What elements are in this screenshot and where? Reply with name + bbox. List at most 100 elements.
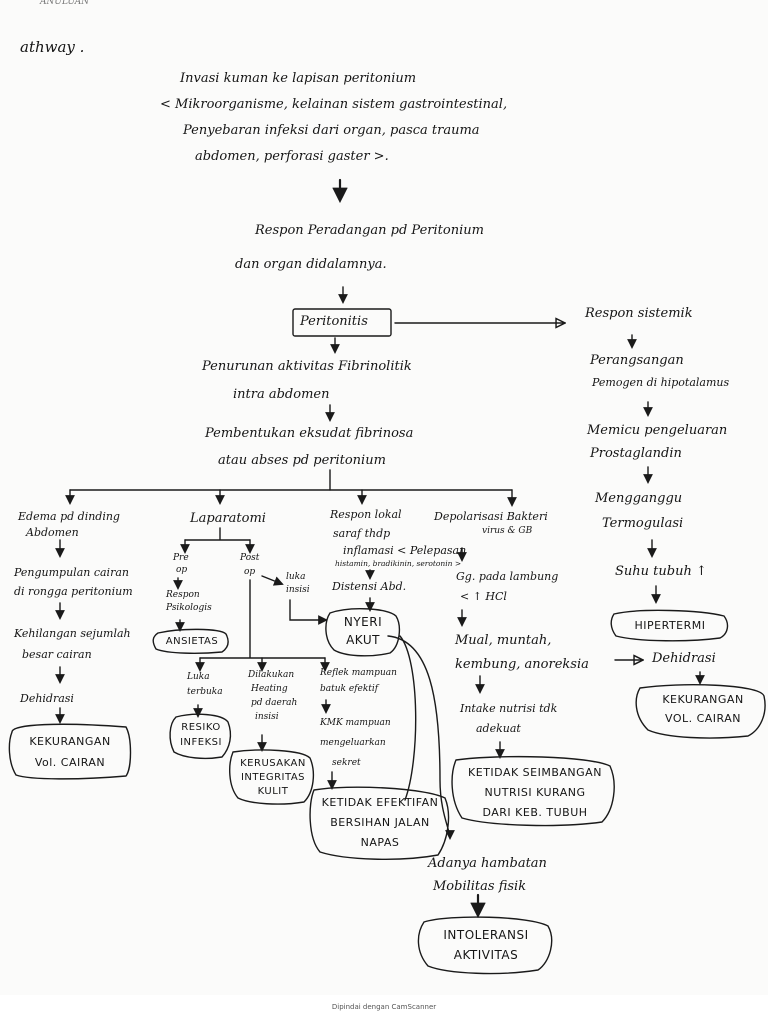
pre-op-line-1: Pre (173, 553, 189, 563)
kekurangan-kanan-frame (635, 684, 766, 739)
respon-sistemik-label: Respon sistemik (585, 306, 693, 321)
perangsangan-line-2: Pemogen di hipotalamus (592, 376, 730, 389)
arrow-nyeri-ketidakefektifan (399, 635, 417, 801)
kmk-line-1: KMK mampuan (320, 718, 391, 728)
dilakukan-line-4: insisi (255, 712, 279, 722)
memicu-line-1: Memicu pengeluaran (587, 423, 728, 438)
hipertermi-frame (610, 609, 729, 642)
scanned-sheet (0, 0, 768, 995)
nyeri-frame (325, 608, 401, 657)
pengumpulan-line-2: di rongga peritonium (14, 585, 133, 598)
kerusakan-line-1: KERUSAKAN (240, 758, 306, 769)
ansietas-frame (152, 628, 229, 654)
ketidakefektifan-line-3: NAPAS (360, 836, 400, 849)
perangsangan-line-1: Perangsangan (590, 353, 684, 368)
ketidakseimbangan-frame (451, 755, 615, 827)
arrow-nyeri-hambatan (387, 635, 455, 840)
penurunan-line-1: Penurunan aktivitas Fibrinolitik (202, 359, 412, 374)
edema-line-1: Edema pd dinding (18, 510, 120, 523)
ansietas-label: ANSIETAS (165, 636, 219, 647)
kerusakan-frame (229, 749, 315, 805)
gg-lambung-line-2: < ↑ HCl (460, 590, 507, 603)
distensi-label: Distensi Abd. (332, 580, 407, 593)
gg-lambung-line-1: Gg. pada lambung (456, 570, 559, 583)
mengganggu-line-1: Mengganggu (595, 491, 683, 506)
reflek-line-2: batuk efektif (320, 684, 379, 694)
mengganggu-line-2: Termogulasi (602, 516, 684, 531)
kerusakan-line-3: KULIT (257, 786, 289, 797)
footer-bar (0, 995, 768, 1024)
mual-line-1: Mual, muntah, (455, 633, 552, 648)
intoleransi-line-2: AKTIVITAS (453, 948, 519, 962)
hipertermi-label: HIPERTERMI (634, 619, 706, 632)
ketidakseimbangan-line-3: DARI KEB. TUBUH (482, 806, 588, 819)
ketidakefektifan-line-2: BERSIHAN JALAN (330, 816, 430, 829)
ketidakefektifan-frame (309, 786, 450, 860)
arrow-postop-luka-insisi (261, 575, 284, 586)
reflek-line-1: Reflek mampuan (320, 668, 397, 678)
nyeri-line-2: AKUT (346, 633, 380, 647)
hambatan-line-2: Mobilitas fisik (433, 879, 527, 894)
header-fragment: athway . (20, 38, 85, 56)
peritonitis-label: Peritonitis (300, 314, 368, 329)
mual-line-2: kembung, anoreksia (455, 657, 589, 672)
luka-terbuka-line-2: terbuka (187, 687, 223, 697)
invasi-line-2: < Mikroorganisme, kelainan sistem gastro… (160, 97, 508, 112)
post-op-line-2: op (244, 567, 256, 577)
dilakukan-line-3: pd daerah (251, 698, 298, 708)
kekurangan-kiri-line-2: Vol. CAIRAN (34, 756, 106, 769)
invasi-line-1: Invasi kuman ke lapisan peritonium (180, 71, 417, 86)
depolarisasi-label: Depolarisasi Bakteri (434, 510, 548, 523)
kekurangan-kiri-frame (8, 723, 132, 780)
pembentukan-line-2: atau abses pd peritonium (218, 453, 386, 468)
pre-op-line-2: op (176, 565, 188, 575)
peritonitis-box (292, 308, 392, 337)
dehidrasi-kanan: Dehidrasi (652, 651, 716, 666)
respon-peradangan-line-1: Respon Peradangan pd Peritonium (255, 223, 484, 238)
kmk-line-3: sekret (332, 758, 361, 768)
kekurangan-kanan-line-1: KEKURANGAN (662, 693, 744, 706)
respon-lokal-line-1: Respon lokal (330, 508, 402, 521)
kerusakan-line-2: INTEGRITAS (240, 772, 306, 783)
intoleransi-line-1: INTOLERANSI (443, 928, 529, 942)
ketidakseimbangan-line-2: NUTRISI KURANG (484, 786, 586, 799)
laparatomi-label: Laparatomi (190, 511, 266, 526)
dilakukan-line-2: Heating (251, 684, 288, 694)
memicu-line-2: Prostaglandin (590, 446, 682, 461)
kekurangan-kanan-line-2: VOL. CAIRAN (664, 712, 741, 725)
resiko-line-1: RESIKO (181, 722, 221, 733)
respon-psikologis-line-1: Respon (166, 590, 200, 600)
inflamasi-detail: histamin, bradikinin, serotonin > (335, 559, 462, 568)
arrow-luka-insisi-nyeri (289, 599, 328, 625)
resiko-line-2: INFEKSI (180, 737, 222, 748)
invasi-line-3: Penyebaran infeksi dari organ, pasca tra… (183, 123, 480, 138)
kehilangan-line-1: Kehilangan sejumlah (14, 627, 131, 640)
dilakukan-line-1: Dilakukan (248, 670, 295, 680)
pathway-diagram (8, 178, 766, 975)
intake-line-1: Intake nutrisi tdk (460, 702, 558, 715)
intoleransi-frame (417, 916, 553, 975)
respon-psikologis-line-2: Psikologis (166, 603, 212, 613)
luka-terbuka-line-1: Luka (187, 672, 210, 682)
penurunan-line-2: intra abdomen (233, 387, 330, 402)
top-scribble: ANULUAN (40, 0, 90, 7)
kehilangan-line-2: besar cairan (22, 648, 92, 661)
nyeri-line-1: NYERI (343, 615, 383, 629)
dehidrasi-kiri: Dehidrasi (20, 692, 74, 705)
suhu-tubuh: Suhu tubuh ↑ (615, 564, 707, 579)
post-op-line-1: Post (240, 553, 260, 563)
resiko-frame (169, 713, 232, 760)
invasi-line-4: abdomen, perforasi gaster >. (195, 149, 389, 164)
inflamasi-label: inflamasi < Pelepasan (343, 544, 467, 557)
respon-peradangan-line-2: dan organ didalamnya. (235, 257, 387, 272)
pembentukan-line-1: Pembentukan eksudat fibrinosa (205, 426, 414, 441)
hambatan-line-1: Adanya hambatan (428, 856, 547, 871)
ketidakefektifan-line-1: KETIDAK EFEKTIFAN (321, 796, 439, 809)
virus-label: virus & GB (482, 526, 533, 536)
laparatomi-split (184, 527, 251, 541)
luka-insisi-line-1: luka (286, 572, 306, 582)
respon-lokal-line-2: saraf thdp (333, 527, 391, 540)
footer-watermark: Dipindai dengan CamScanner (331, 1003, 437, 1011)
kekurangan-kiri-line-1: KEKURANGAN (29, 735, 111, 748)
pengumpulan-line-1: Pengumpulan cairan (14, 566, 129, 579)
